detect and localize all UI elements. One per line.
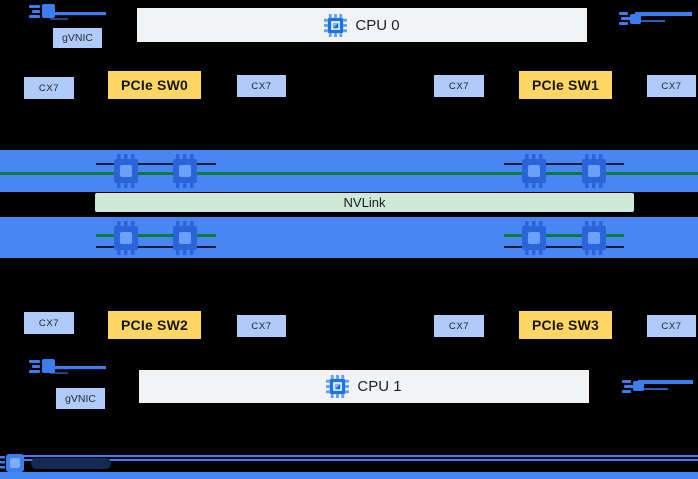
connector-line (18, 458, 698, 461)
cx7-label: CX7 (38, 317, 60, 329)
gvnic-box-top: gVNIC (53, 28, 102, 48)
gpu-bar-bottom (0, 217, 698, 258)
nvlink-line (96, 234, 216, 237)
gpu-chip-icon (173, 154, 197, 188)
pcie-sw0-box: PCIe SW0 (108, 71, 201, 99)
cx7-nic-box: CX7 (434, 315, 484, 337)
gpu-chip-icon (582, 154, 606, 188)
pcie-sw2-box: PCIe SW2 (108, 311, 201, 339)
pcie-sw3-box: PCIe SW3 (519, 311, 612, 339)
cx7-label: CX7 (448, 80, 470, 92)
cpu1-label: CPU 1 (357, 378, 402, 395)
cx7-label: CX7 (251, 80, 272, 92)
cpu0-box: CPU 0 (137, 8, 587, 42)
bottom-bar (0, 472, 698, 479)
gpu-chip-icon (582, 221, 606, 255)
cx7-nic-box: CX7 (647, 75, 696, 97)
cx7-nic-box: CX7 (24, 312, 74, 334)
gvnic-label: gVNIC (62, 32, 93, 44)
nvlink-label: NVLink (343, 195, 386, 210)
cx7-label: CX7 (661, 80, 682, 92)
cpu0-label: CPU 0 (355, 16, 400, 34)
gpu-chip-icon (173, 221, 197, 255)
cx7-nic-box: CX7 (434, 75, 484, 97)
network-arrow-icon (619, 12, 692, 25)
legend-pill (31, 458, 111, 469)
network-arrow-icon (622, 380, 693, 393)
connector-line (18, 455, 698, 457)
gvnic-label: gVNIC (65, 392, 96, 405)
gpu-chip-icon (522, 221, 546, 255)
cx7-nic-box: CX7 (24, 77, 74, 99)
pcie-sw1-box: PCIe SW1 (519, 71, 612, 99)
gpu-bar-top (0, 150, 698, 192)
connector-line (504, 246, 624, 248)
connector-line (504, 163, 624, 165)
gpu-chip-icon (522, 154, 546, 188)
chip-icon (0, 454, 24, 472)
cx7-nic-box: CX7 (237, 315, 286, 337)
nvlink-bar: NVLink (95, 193, 634, 212)
pcie-sw3-label: PCIe SW3 (532, 317, 599, 333)
pcie-sw0-label: PCIe SW0 (121, 77, 188, 93)
compute-engine-icon (324, 13, 348, 37)
nvlink-line (0, 172, 698, 175)
cx7-label: CX7 (661, 320, 682, 332)
cx7-label: CX7 (251, 320, 272, 332)
pcie-sw2-label: PCIe SW2 (121, 317, 188, 333)
connector-line (96, 163, 216, 165)
cx7-label: CX7 (38, 82, 60, 94)
cx7-nic-box: CX7 (237, 75, 286, 97)
network-arrow-icon (29, 359, 106, 374)
pcie-sw1-label: PCIe SW1 (532, 77, 599, 93)
cpu1-box: CPU 1 (139, 370, 589, 403)
connector-line (96, 246, 216, 248)
compute-engine-icon (326, 375, 350, 398)
cx7-label: CX7 (448, 320, 470, 332)
nvlink-line (504, 234, 624, 237)
network-arrow-icon (29, 4, 106, 20)
gpu-chip-icon (114, 221, 138, 255)
gvnic-box-bottom: gVNIC (56, 388, 105, 409)
cx7-nic-box: CX7 (647, 315, 696, 337)
gpu-chip-icon (114, 154, 138, 188)
